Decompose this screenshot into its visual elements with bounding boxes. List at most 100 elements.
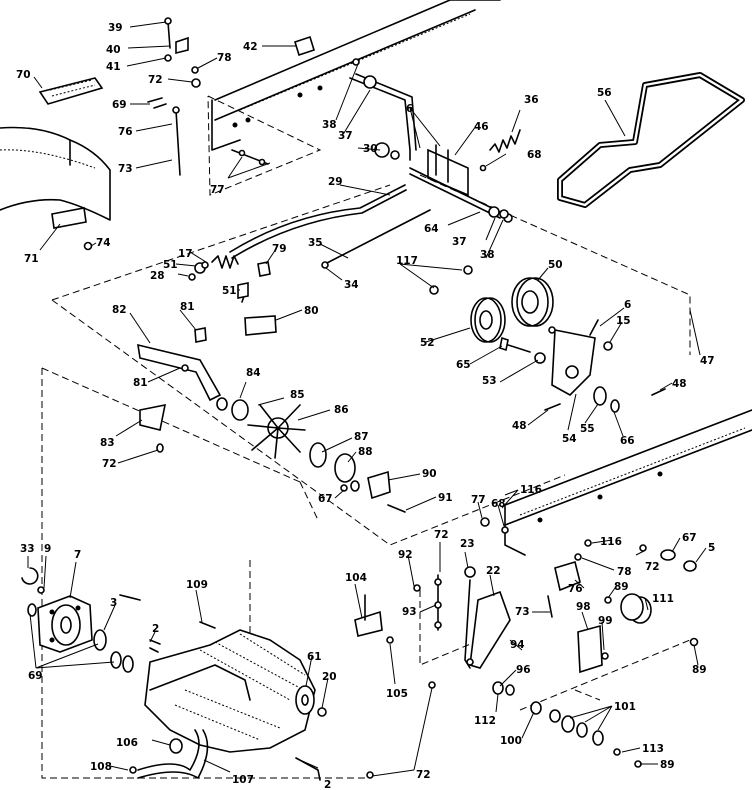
fender-cowl xyxy=(0,126,111,221)
callout-73: 73 xyxy=(118,163,133,175)
callout-94: 94 xyxy=(510,639,525,651)
bracket-46 xyxy=(427,144,469,197)
callout-56: 56 xyxy=(597,87,612,99)
callout-48b: 48 xyxy=(512,420,527,432)
leader-lines xyxy=(27,21,707,777)
footrest-plate-71 xyxy=(51,207,87,229)
spacer-111 xyxy=(620,593,652,624)
callout-72d: 72 xyxy=(434,529,449,541)
callout-67: 67 xyxy=(318,493,333,505)
callout-83: 83 xyxy=(100,437,115,449)
callout-80: 80 xyxy=(304,305,319,317)
callout-105: 105 xyxy=(386,688,408,700)
callout-76b: 76 xyxy=(568,583,583,595)
callout-106: 106 xyxy=(116,737,138,749)
clutch-rod-29 xyxy=(229,184,407,259)
callout-99: 99 xyxy=(598,615,613,627)
hub-84 xyxy=(216,397,249,421)
callout-67b: 67 xyxy=(682,532,697,544)
callout-107: 107 xyxy=(232,774,254,786)
callout-93: 93 xyxy=(402,606,417,618)
callout-69b: 69 xyxy=(28,670,43,682)
callout-61: 61 xyxy=(307,651,322,663)
callout-9: 9 xyxy=(44,543,51,555)
callout-104: 104 xyxy=(345,572,367,584)
callout-6: 6 xyxy=(406,103,413,115)
callout-46: 46 xyxy=(474,121,489,133)
callout-7: 7 xyxy=(74,549,81,561)
lower-frame-rail xyxy=(504,409,752,556)
callout-15: 15 xyxy=(616,315,631,327)
callout-23: 23 xyxy=(460,538,475,550)
callout-22: 22 xyxy=(486,565,501,577)
bracket-104 xyxy=(354,594,383,637)
axle-hub-7 xyxy=(37,595,93,653)
callout-109: 109 xyxy=(186,579,208,591)
link-93 xyxy=(434,574,442,631)
plug-106 xyxy=(169,738,183,754)
callout-37: 37 xyxy=(338,130,353,142)
callout-68: 68 xyxy=(527,149,542,161)
callout-73b: 73 xyxy=(515,606,530,618)
callout-42: 42 xyxy=(243,41,258,53)
callout-87: 87 xyxy=(354,431,369,443)
bracket-22 xyxy=(469,590,511,669)
callout-72b: 72 xyxy=(102,458,117,470)
callout-39: 39 xyxy=(108,22,123,34)
callout-54: 54 xyxy=(562,433,577,445)
callout-108: 108 xyxy=(90,761,112,773)
callout-33: 33 xyxy=(20,543,35,555)
callout-117: 117 xyxy=(396,255,418,267)
lever-82 xyxy=(137,343,222,402)
callout-5: 5 xyxy=(708,542,715,554)
callout-89c: 89 xyxy=(660,759,675,771)
callout-55: 55 xyxy=(580,423,595,435)
fan-86 xyxy=(247,404,306,459)
clutch-shaft-64 xyxy=(409,167,513,223)
callout-2b: 2 xyxy=(324,779,331,790)
callout-116: 116 xyxy=(520,484,542,496)
pulley-50 xyxy=(511,277,554,327)
callout-51: 51 xyxy=(163,259,178,271)
callout-111: 111 xyxy=(652,593,674,605)
callout-52: 52 xyxy=(420,337,435,349)
callout-72c: 72 xyxy=(645,561,660,573)
callout-101: 101 xyxy=(614,701,636,713)
transaxle-housing xyxy=(144,629,327,753)
bracket-76 xyxy=(554,560,581,592)
callout-96: 96 xyxy=(516,664,531,676)
callout-41: 41 xyxy=(106,61,121,73)
callout-92: 92 xyxy=(398,549,413,561)
callout-66: 66 xyxy=(620,435,635,447)
hardware-small xyxy=(37,17,699,781)
callout-88: 88 xyxy=(358,446,373,458)
assembly-outline xyxy=(41,95,691,779)
pulley-stack-87-88 xyxy=(309,442,360,492)
callout-2: 2 xyxy=(152,623,159,635)
callout-64: 64 xyxy=(424,223,439,235)
bolt-65 xyxy=(499,336,531,353)
callout-28: 28 xyxy=(150,270,165,282)
callout-71: 71 xyxy=(24,253,39,265)
callout-116b: 116 xyxy=(600,536,622,548)
callout-113: 113 xyxy=(642,743,664,755)
callout-51b: 51 xyxy=(222,285,237,297)
callout-65: 65 xyxy=(456,359,471,371)
washers-69 xyxy=(27,603,134,673)
callout-91: 91 xyxy=(438,492,453,504)
callout-77: 77 xyxy=(210,184,225,196)
callout-89b: 89 xyxy=(692,664,707,676)
callout-81b: 81 xyxy=(133,377,148,389)
hose-107 xyxy=(129,729,209,779)
callout-53: 53 xyxy=(482,375,497,387)
callout-40: 40 xyxy=(106,44,121,56)
ring-33 xyxy=(21,567,39,585)
callout-85: 85 xyxy=(290,389,305,401)
callout-48: 48 xyxy=(672,378,687,390)
callout-20: 20 xyxy=(322,671,337,683)
callout-86: 86 xyxy=(334,404,349,416)
callout-3: 3 xyxy=(110,597,117,609)
callout-34: 34 xyxy=(344,279,359,291)
callout-68b: 68 xyxy=(491,498,506,510)
